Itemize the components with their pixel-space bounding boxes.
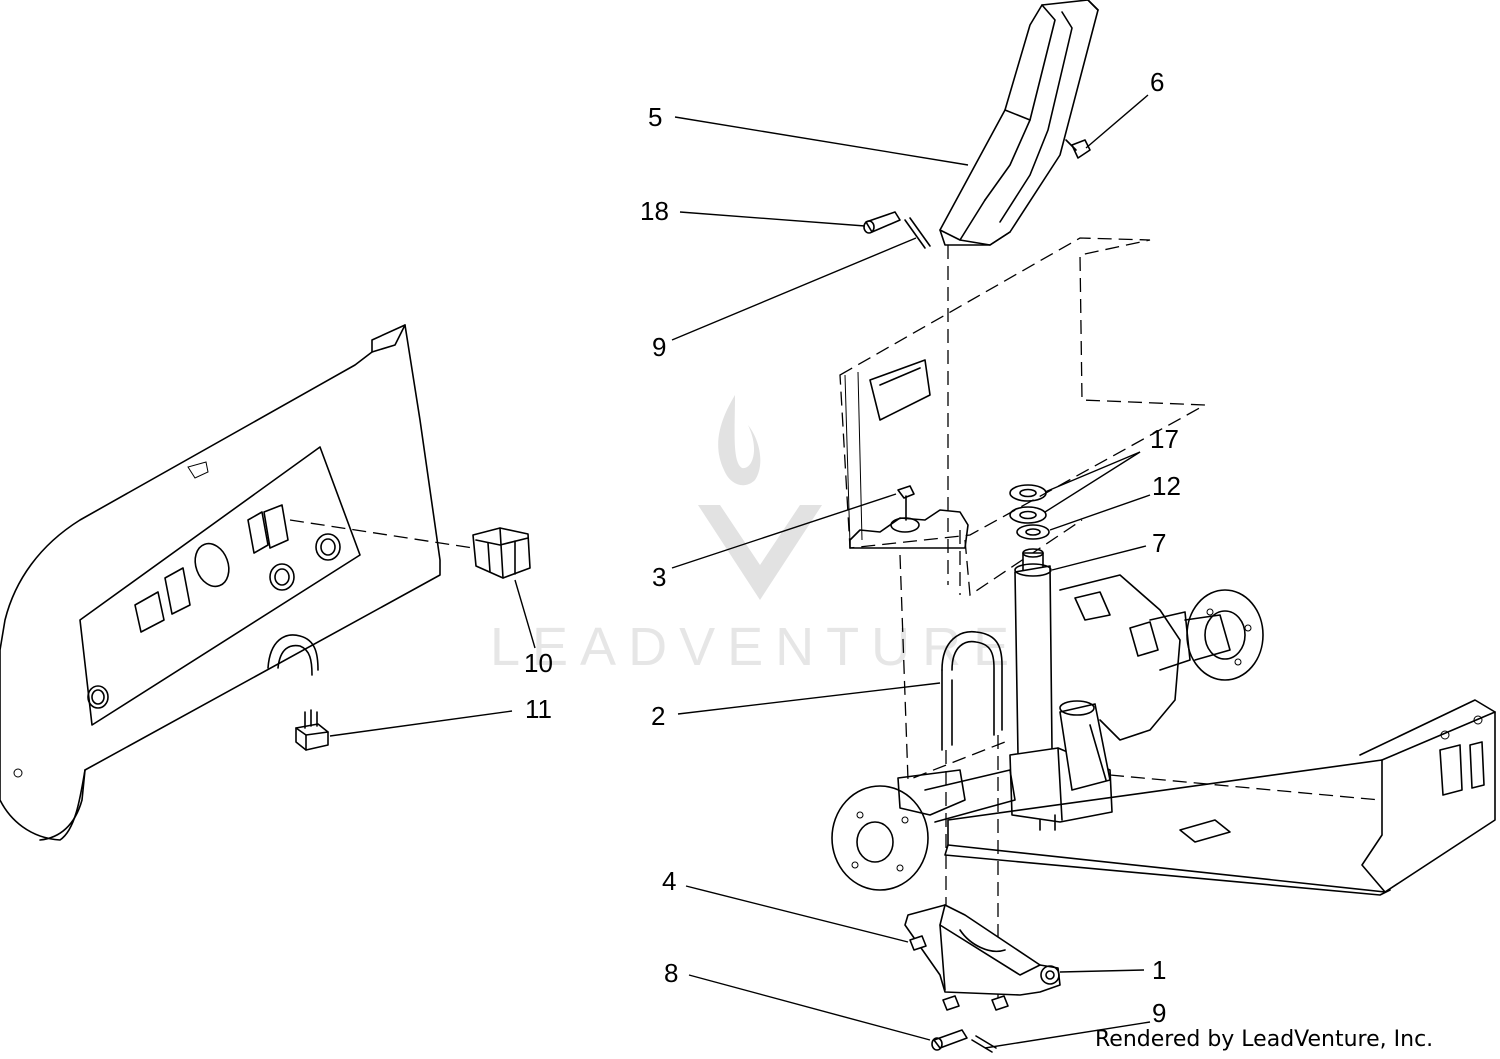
bracket-part-1 [904,904,1061,1011]
leader-lines [329,94,1151,1049]
bolt-part-3 [897,485,915,521]
u-bolt-part-2 [267,630,1003,1000]
upper-frame-plate [839,237,1208,597]
callout-11: 11 [525,694,552,724]
bolt-part-6 [1065,139,1091,159]
callout-8: 8 [664,958,678,988]
callout-9-upper: 9 [652,332,666,362]
rocker-switch-part-10 [289,519,531,579]
callout-12: 12 [1152,471,1181,501]
callout-18: 18 [640,196,669,226]
callout-6: 6 [1150,67,1164,97]
pin-part-18 [863,211,931,249]
lower-frame [944,699,1496,896]
watermark-text: LEADVENTURE [490,617,1021,677]
callout-7: 7 [1152,528,1166,558]
connector-part-11 [295,709,329,751]
lever-alignment-line [947,245,961,595]
watermark: LEADVENTURE [490,395,1021,677]
callout-10: 10 [524,648,553,678]
callout-1: 1 [1152,955,1166,985]
footer-credit: Rendered by LeadVenture, Inc. [1095,1027,1433,1052]
callout-17: 17 [1150,424,1179,454]
callout-3: 3 [652,562,666,592]
lever-handle-part-5 [939,0,1099,246]
callout-4: 4 [662,866,676,896]
pin-part-8 [931,1029,997,1053]
actuator-part-7 [1009,548,1113,831]
transaxle-assembly [831,554,1264,891]
callout-5: 5 [648,102,662,132]
washers-part-17-12 [1009,484,1050,540]
dash-panel [0,324,441,841]
callout-2: 2 [651,701,665,731]
callout-labels: 5 6 18 9 17 12 7 3 10 11 2 4 1 8 9 [524,67,1181,1028]
callout-9-lower: 9 [1152,998,1166,1028]
